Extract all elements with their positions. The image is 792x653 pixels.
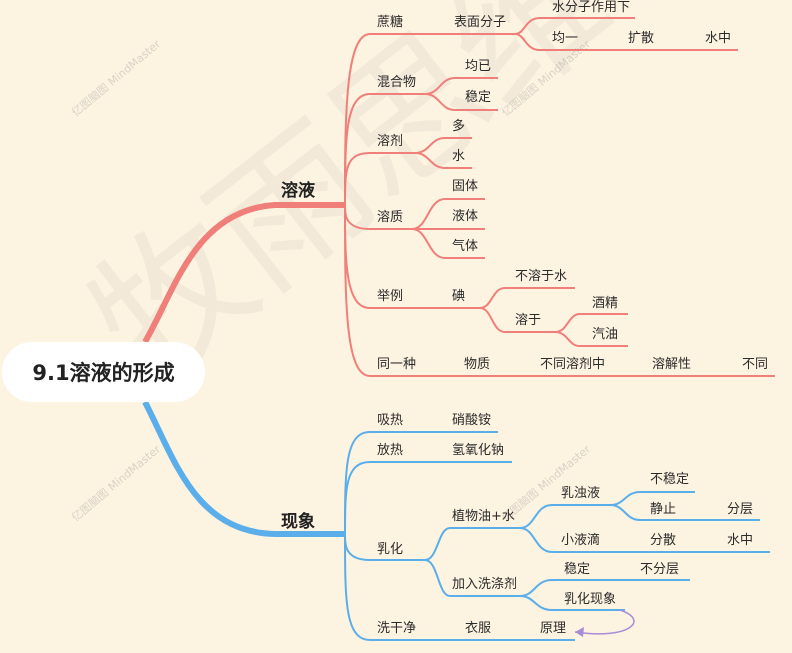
node-same-kind[interactable]: 同一种 [377, 357, 417, 372]
node-layered[interactable]: 分层 [727, 502, 754, 517]
node-uniform-2[interactable]: 均已 [465, 59, 492, 74]
node-droplet[interactable]: 小液滴 [561, 533, 601, 548]
node-liquid[interactable]: 液体 [452, 209, 479, 224]
node-emulsify[interactable]: 乳化 [377, 542, 404, 557]
node-in-water-2[interactable]: 水中 [727, 533, 754, 548]
node-still[interactable]: 静止 [650, 502, 677, 517]
node-diff-solvent[interactable]: 不同溶剂中 [540, 357, 606, 372]
node-uniform[interactable]: 均一 [552, 31, 579, 46]
branch-phenomenon[interactable]: 现象 [281, 512, 315, 532]
node-add-detergent[interactable]: 加入洗涤剂 [452, 577, 518, 592]
node-unstable[interactable]: 不稳定 [650, 472, 690, 487]
root-node[interactable]: 9.1溶液的形成 [2, 342, 205, 402]
node-oil-water[interactable]: 植物油+水 [452, 509, 515, 524]
node-clothes[interactable]: 衣服 [465, 621, 492, 636]
node-water-action[interactable]: 水分子作用下 [552, 0, 631, 15]
node-gasoline[interactable]: 汽油 [592, 327, 619, 342]
node-iodine[interactable]: 碘 [452, 289, 466, 304]
node-disperse[interactable]: 分散 [650, 533, 677, 548]
node-solubility[interactable]: 溶解性 [652, 357, 692, 372]
branch-solution[interactable]: 溶液 [281, 181, 315, 201]
node-example[interactable]: 举例 [377, 289, 404, 304]
node-wash-clean[interactable]: 洗干净 [377, 621, 417, 636]
node-in-water[interactable]: 水中 [705, 31, 732, 46]
node-absorb-heat[interactable]: 吸热 [377, 413, 404, 428]
node-diffuse[interactable]: 扩散 [628, 31, 655, 46]
node-emulsify-phenomenon[interactable]: 乳化现象 [564, 592, 617, 607]
node-alcohol[interactable]: 酒精 [592, 296, 619, 311]
node-principle[interactable]: 原理 [540, 621, 567, 636]
node-stable-2[interactable]: 稳定 [564, 562, 591, 577]
node-release-heat[interactable]: 放热 [377, 443, 404, 458]
node-sodium-hydroxide[interactable]: 氢氧化钠 [452, 443, 505, 458]
node-substance[interactable]: 物质 [464, 357, 491, 372]
node-solute[interactable]: 溶质 [377, 210, 404, 225]
node-soluble[interactable]: 溶于 [515, 313, 542, 328]
node-emulsion[interactable]: 乳浊液 [561, 486, 601, 501]
node-ammonium-nitrate[interactable]: 硝酸铵 [452, 413, 492, 428]
node-stable[interactable]: 稳定 [465, 90, 492, 105]
node-many[interactable]: 多 [452, 119, 466, 134]
node-water[interactable]: 水 [452, 149, 466, 164]
node-insoluble[interactable]: 不溶于水 [515, 269, 568, 284]
node-gas[interactable]: 气体 [452, 239, 479, 254]
node-no-layer[interactable]: 不分层 [640, 562, 680, 577]
node-solvent[interactable]: 溶剂 [377, 134, 404, 149]
node-solid[interactable]: 固体 [452, 179, 479, 194]
node-sucrose[interactable]: 蔗糖 [377, 15, 404, 30]
node-surface-molecule[interactable]: 表面分子 [454, 15, 507, 30]
node-mixture[interactable]: 混合物 [377, 75, 417, 90]
node-different[interactable]: 不同 [742, 357, 769, 372]
